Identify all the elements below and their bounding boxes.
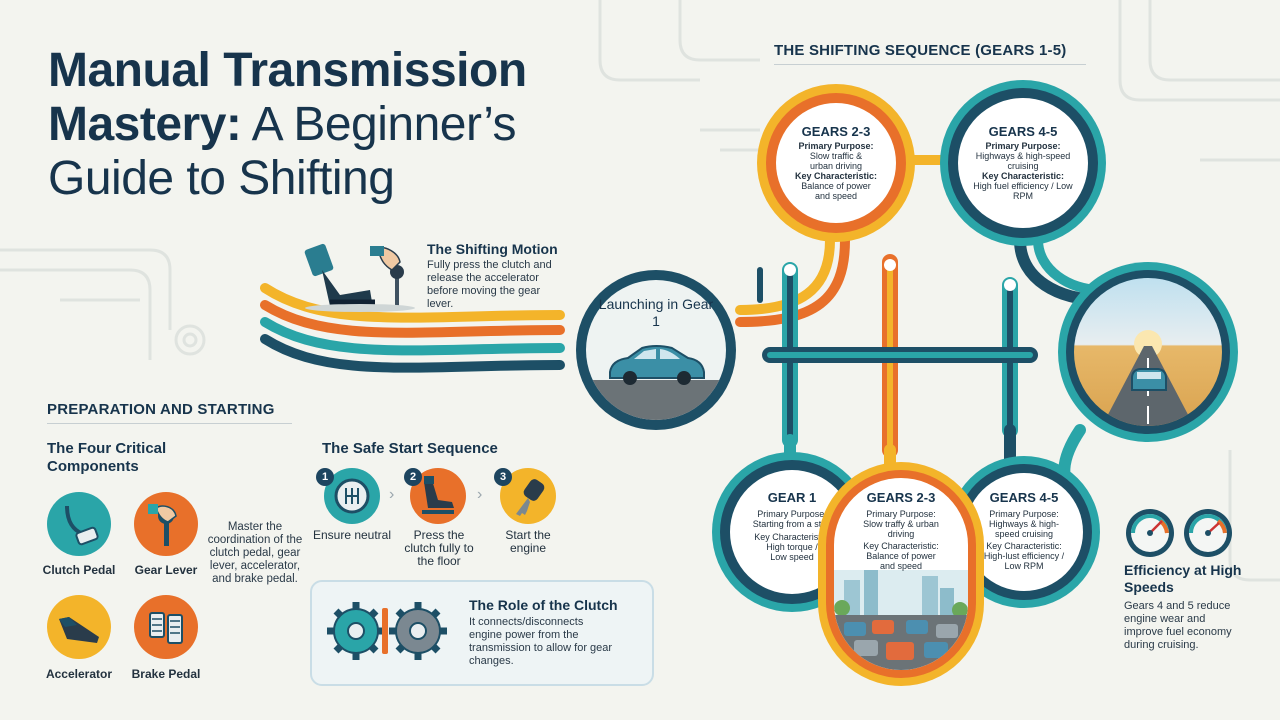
car-key-icon <box>516 479 545 516</box>
components-title: The Four Critical Components <box>47 440 167 475</box>
shifting-motion-illustration <box>304 243 415 312</box>
gear-card-char-label: Key Characteristic: <box>981 171 1065 181</box>
gear-card-purpose: Highways & high-speed cruising <box>988 519 1060 539</box>
gears-2-3-top-card <box>776 103 896 223</box>
gear-card-purpose-label: Primary Purpose: <box>985 141 1061 151</box>
gear-card-char-label: Key Characteristic: <box>863 541 939 551</box>
gear-card-title: GEARS 2-3 <box>801 124 871 139</box>
speedometer-icon <box>1126 509 1232 557</box>
clutch-role-title: The Role of the Clutch <box>469 597 618 613</box>
gears-4-5-bottom-content: GEARS 4-5 Primary Purpose: Highways & hi… <box>965 490 1083 571</box>
gear-1-content: GEAR 1 Primary Purpose: Starting from a … <box>730 490 854 562</box>
launch-car-icon <box>609 345 705 385</box>
launch-label: Launching in Gear 1 <box>598 296 714 329</box>
gear-card-purpose: Slow traffy & urban driving <box>863 519 939 539</box>
gear-shift-icon <box>334 478 370 514</box>
title-line-2: Mastery: A Beginner’s <box>48 98 517 152</box>
accelerator-circle <box>47 595 111 659</box>
efficiency-title: Efficiency at High Speeds <box>1124 562 1242 595</box>
gear-card-title: GEARS 4-5 <box>989 490 1059 505</box>
gears-4-5-top-content: GEARS 4-5 Primary Purpose: Highways & hi… <box>958 124 1088 201</box>
gear-card-purpose-label: Primary Purpose: <box>757 509 827 519</box>
launch-bubble-inner <box>586 280 726 420</box>
gear-card-title: GEARS 2-3 <box>866 490 936 505</box>
road-ribbons <box>260 283 565 373</box>
background-circuit-lines <box>0 0 1280 582</box>
clutch-gears-icon <box>327 602 447 660</box>
foot-pedal-icon <box>422 476 454 514</box>
chevron-right-icon: › <box>477 486 483 503</box>
title-line-3: Guide to Shifting <box>48 152 395 205</box>
highway-road-icon <box>1102 330 1194 426</box>
safe-start-title: The Safe Start Sequence <box>322 440 498 457</box>
clutch-pedal-circle <box>47 492 111 556</box>
gear-card-char: Balance of power and speed <box>801 181 871 201</box>
city-traffic-icon <box>834 570 968 670</box>
gear-card-purpose-label: Primary Purpose: <box>866 509 936 519</box>
component-label: Clutch Pedal <box>42 563 116 577</box>
launch-road <box>586 380 726 420</box>
gear-card-char-label: Key Characteristic: <box>986 541 1062 551</box>
gear-card-purpose: Highways & high-speed cruising <box>975 151 1071 171</box>
step-number: 2 <box>404 468 422 486</box>
gear-pattern <box>757 254 1038 458</box>
gear-card-title: GEARS 4-5 <box>988 124 1058 139</box>
gears-2-3-bottom-card <box>834 478 968 670</box>
clutch-role-text: It connects/disconnects engine power fro… <box>469 616 613 667</box>
preparation-divider <box>47 423 292 424</box>
heading-divider <box>774 64 1086 65</box>
gear-card-char: Balance of power and speed <box>866 551 936 571</box>
step-label: Press the clutch fully to the floor <box>404 528 474 568</box>
gear-card-purpose-label: Primary Purpose: <box>798 141 874 151</box>
title-line-1: Manual Transmission <box>48 44 527 97</box>
efficiency-text: Gears 4 and 5 reduce engine wear and imp… <box>1124 600 1232 651</box>
gear-card-purpose: Starting from a stop <box>752 519 832 529</box>
gear-card-purpose-label: Primary Purpose: <box>989 509 1059 519</box>
clutch-pedal-icon <box>65 505 99 546</box>
component-label: Gear Lever <box>134 563 198 577</box>
gear-card-char-label: Key Characteristic: <box>754 532 830 542</box>
gear-lever-circle <box>134 492 198 556</box>
components-text: Master the coordination of the clutch pe… <box>207 521 303 585</box>
title-line-2-rest: A Beginner’s <box>241 98 517 151</box>
gears-2-3-top-content: GEARS 2-3 Primary Purpose: Slow traffic … <box>776 124 896 201</box>
step-number: 3 <box>494 468 512 486</box>
accelerator-icon <box>59 617 99 643</box>
brake-pedal-icon <box>149 612 183 644</box>
chevron-right-icon: › <box>389 486 395 503</box>
gears-4-5-top-card <box>958 98 1088 228</box>
component-label: Accelerator <box>45 667 113 681</box>
step-number: 1 <box>316 468 334 486</box>
preparation-heading: PREPARATION AND STARTING <box>47 401 275 418</box>
component-label: Brake Pedal <box>131 667 201 681</box>
gear-lever-icon <box>148 504 177 546</box>
gears-4-5-bottom-card <box>965 473 1083 591</box>
gear-card-char: High fuel efficiency / Low RPM <box>973 181 1073 201</box>
gear-card-char-label: Key Characteristic: <box>794 171 878 181</box>
gear-card-purpose: Slow traffic & urban driving <box>809 151 863 171</box>
shifting-sequence-heading: THE SHIFTING SEQUENCE (GEARS 1-5) <box>774 42 1067 59</box>
gears-2-3-bottom-content: GEARS 2-3 Primary Purpose: Slow traffy &… <box>834 490 968 571</box>
step-label: Ensure neutral <box>312 528 392 542</box>
step-label: Start the engine <box>505 528 551 555</box>
shifting-motion-text: Fully press the clutch and release the a… <box>427 259 552 310</box>
gear-card-char: High torque / Low speed <box>766 542 818 562</box>
gear-card-title: GEAR 1 <box>767 490 817 505</box>
shifting-motion-title: The Shifting Motion <box>427 241 558 257</box>
brake-pedal-circle <box>134 595 198 659</box>
title-line-2-bold: Mastery: <box>48 98 242 151</box>
highway-scene <box>1074 278 1222 426</box>
gear-card-char: High-lust efficiency / Low RPM <box>983 551 1065 571</box>
